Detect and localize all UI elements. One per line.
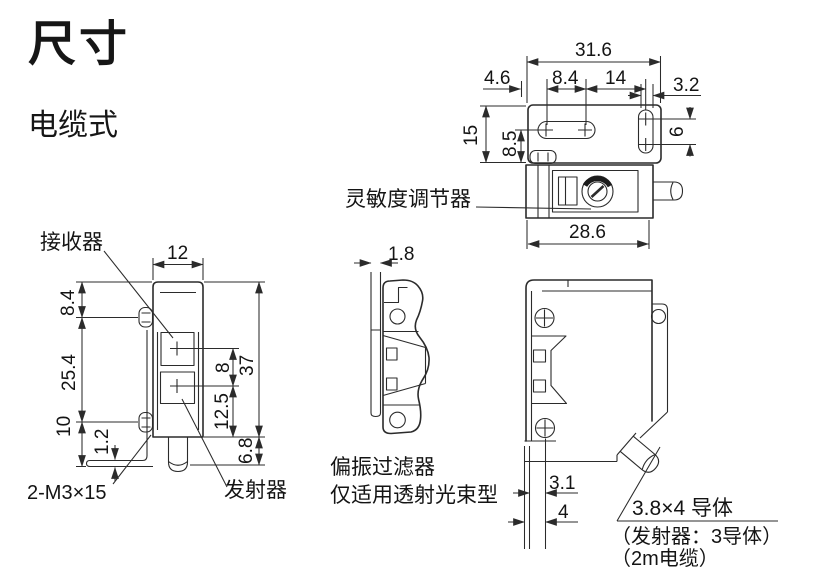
cable-spec-label: 3.8×4 导体: [632, 497, 733, 520]
dim-side-face2: 4: [558, 502, 569, 523]
l-bracket: [85, 330, 153, 468]
cable-stub-top-view: [653, 181, 684, 201]
side-view-drawing: 3.1 4 3.8×4 导体 （发射器：3导体） （2m电缆）: [508, 279, 782, 570]
back-plate: [639, 303, 669, 439]
slot-center-marks-vertical: [639, 112, 653, 151]
mounting-plate: [527, 104, 662, 164]
dim-front-screw-pitch: 25.4: [59, 354, 80, 391]
sensor-body-front: [152, 281, 204, 438]
emitter-label: 发射器: [224, 479, 287, 502]
cable-note2-label: （2m电缆）: [611, 547, 719, 570]
sensitivity-adjuster-label: 灵敏度调节器: [345, 188, 471, 211]
adjuster-turn-arc: [582, 176, 613, 188]
filter-hole-upper: [389, 308, 406, 325]
cable: [619, 435, 660, 473]
sensor-body-side: [525, 279, 653, 442]
dim-front-lens-to-bottom: 12.5: [212, 393, 233, 430]
screw-spec-label: 2-M3×15: [27, 482, 107, 504]
filter-note-label: 仅适用透射光束型: [330, 484, 498, 507]
dim-front-cable-clearance: 6.8: [236, 438, 257, 464]
filter-name-label: 偏振过滤器: [330, 456, 435, 479]
top-view-drawing: 31.6 4.6 8.4 14 3.2 15 8.5 6 28.6 灵敏度调节器: [345, 40, 701, 249]
side-view-dimensions: [508, 438, 778, 549]
sensitivity-potentiometer: [581, 175, 614, 208]
filter-hole-lower: [389, 411, 406, 429]
dim-top-plate-height: 15: [461, 125, 482, 146]
top-view-dimensions: [475, 56, 701, 249]
bracket-screw-head: [529, 149, 557, 165]
emitter-window: [159, 371, 196, 405]
dim-top-hole-pitch: 6: [667, 126, 688, 137]
dim-top-slot-to-hole: 14: [605, 68, 627, 89]
dim-filter-thickness: 1.8: [388, 244, 414, 265]
filter-notch-upper: [385, 347, 398, 361]
indicator-window: [557, 176, 578, 206]
dim-front-width: 12: [167, 243, 188, 264]
page-title: 尺寸: [28, 18, 131, 71]
side-notch-lower: [532, 379, 547, 393]
page-subtitle: 电缆式: [28, 109, 118, 142]
dim-front-top-to-screw: 8.4: [58, 289, 79, 316]
dim-top-hole-slot: 3.2: [673, 75, 699, 96]
side-screw-lower: [534, 417, 556, 439]
cable-stub-front-view: [167, 437, 189, 473]
dim-top-offset: 4.6: [484, 68, 510, 89]
adjuster-panel: [551, 169, 639, 213]
filter-view-drawing: 1.8 偏振过滤器 仅适用透射光束型: [330, 244, 498, 507]
dim-top-total-width: 31.6: [575, 40, 612, 61]
sensor-body-top: [525, 164, 654, 219]
dim-top-body-width: 28.6: [569, 222, 606, 243]
dim-front-screw-to-bottom: 10: [54, 416, 75, 437]
back-plate-hole: [650, 308, 667, 325]
dim-top-slot-pitch: 8.4: [552, 68, 579, 89]
mounting-screw-upper: [138, 306, 154, 328]
filter-plate: [370, 329, 382, 418]
side-pocket: [531, 335, 568, 405]
filter-body: [382, 279, 430, 435]
side-notch-upper: [532, 349, 547, 363]
mounting-screw-lower: [138, 411, 154, 433]
front-view-drawing: 12 8.4 25.4 10 1.2 8 37 12.5 6.8 接收器 发射器…: [27, 231, 287, 504]
dim-top-hole-height: 8.5: [500, 131, 521, 157]
side-screw-upper: [534, 307, 555, 329]
dim-front-height: 37: [237, 355, 258, 376]
receiver-label: 接收器: [40, 231, 103, 254]
dim-front-bracket-thickness: 1.2: [92, 429, 113, 455]
dim-front-lens-pitch: 8: [213, 362, 234, 373]
dim-side-face1: 3.1: [549, 473, 575, 494]
front-view-dimensions: [76, 250, 265, 488]
slot-center-marks: [539, 123, 592, 137]
cable-note1-label: （发射器：3导体）: [611, 525, 782, 548]
filter-notch-lower: [385, 377, 398, 391]
